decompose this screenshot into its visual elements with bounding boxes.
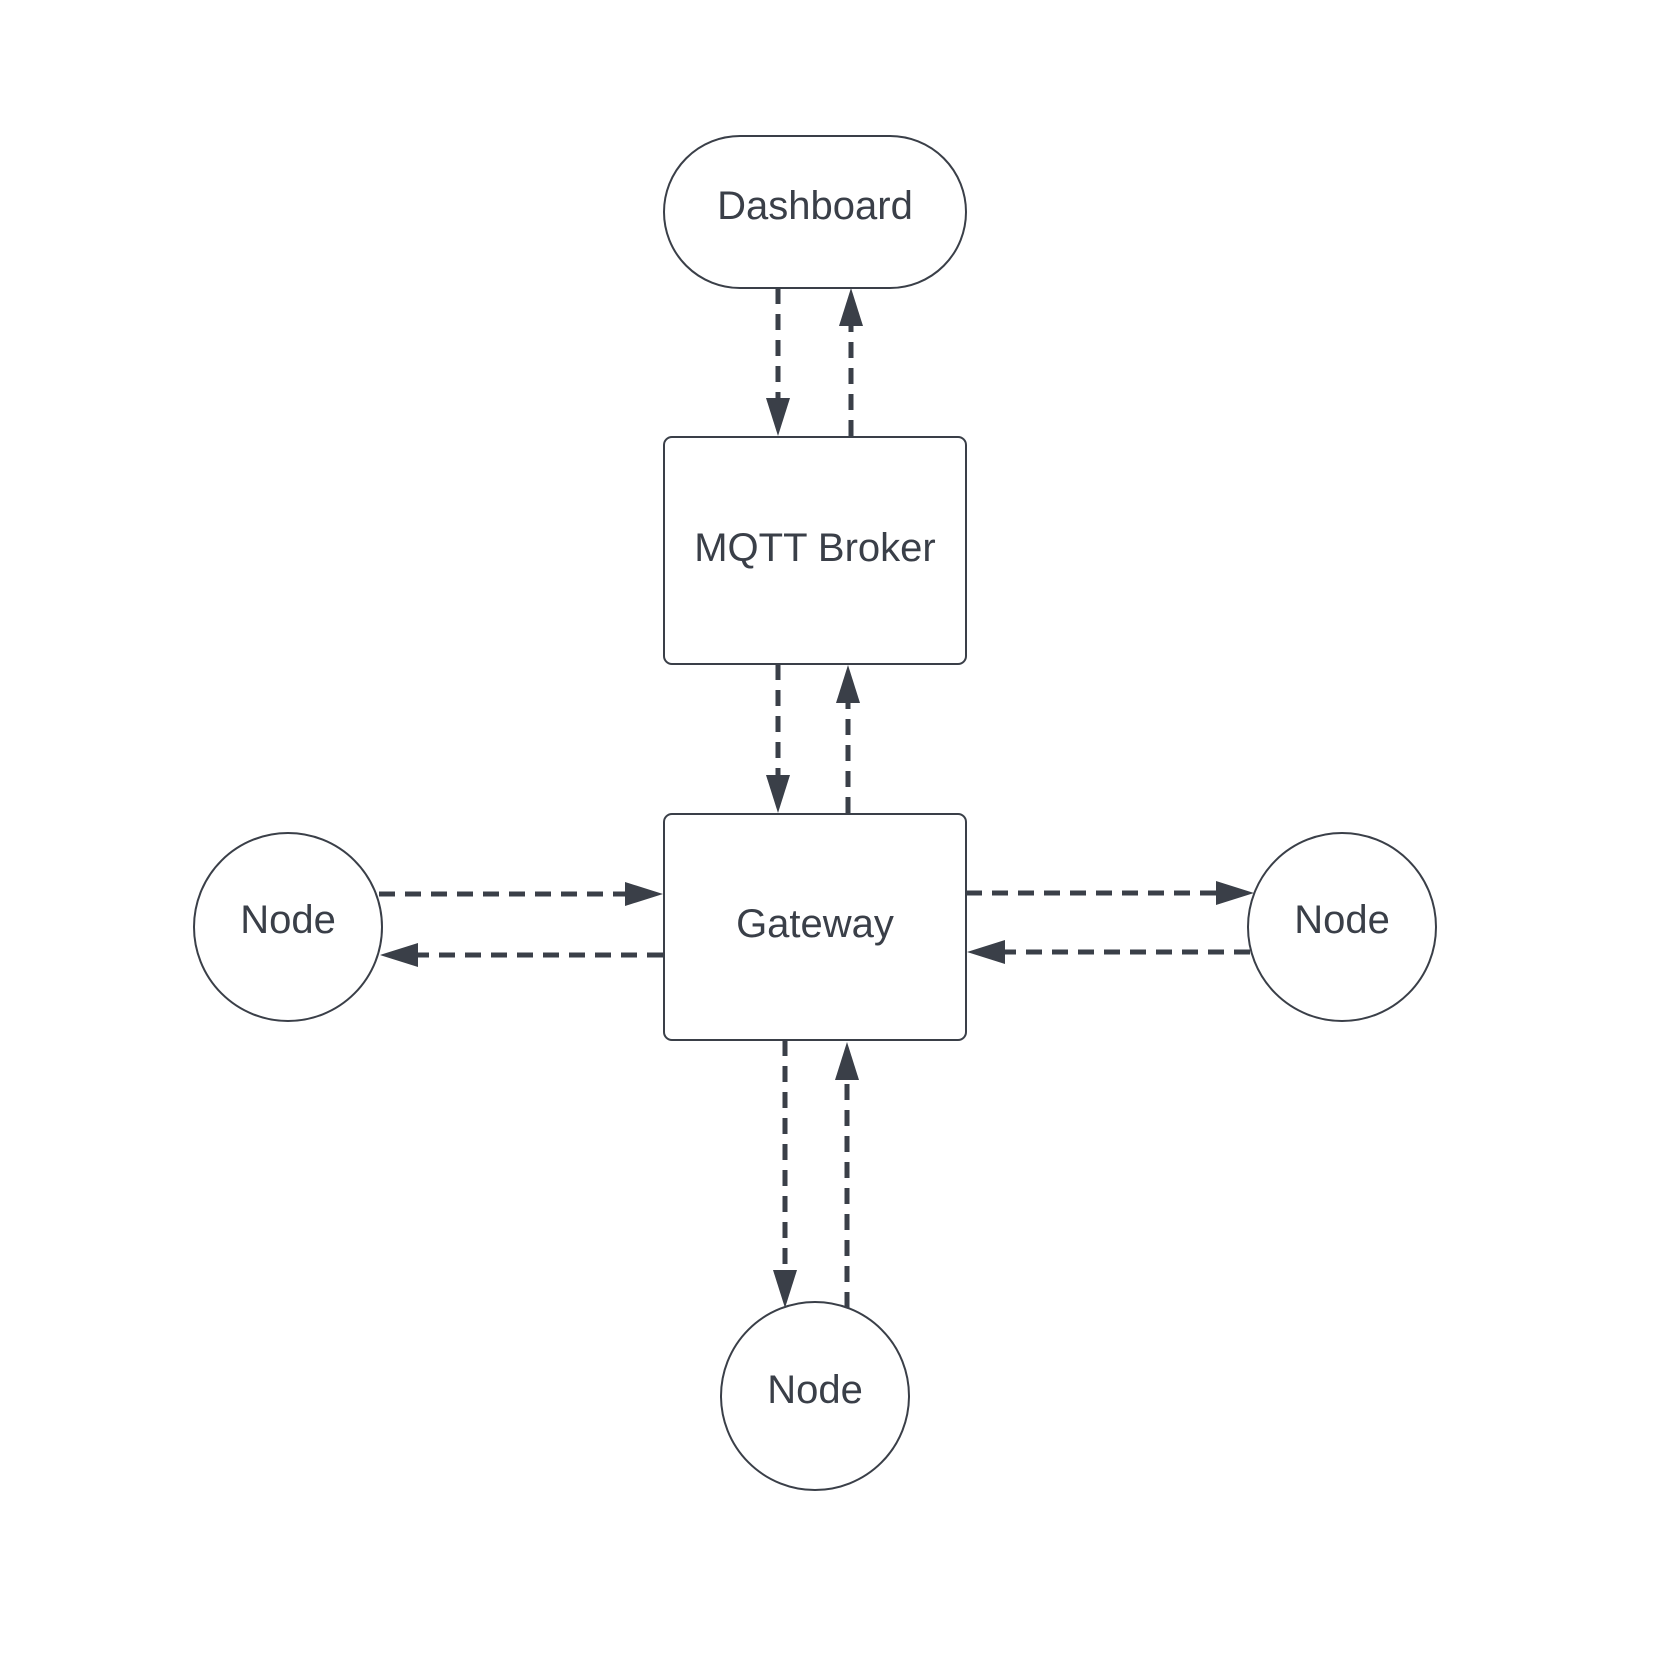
edge-node-right-to-gateway: [967, 940, 1250, 964]
edge-gateway-to-node-bottom: [773, 1040, 797, 1308]
node-right-label: Node: [1294, 898, 1390, 942]
dashboard-shape: [663, 135, 967, 289]
node-right-shape: [1247, 832, 1437, 1022]
nodes: Dashboard MQTT Broker Gateway Node Node: [193, 135, 1437, 1491]
node-bottom-label: Node: [767, 1368, 863, 1412]
mqtt-broker-label: MQTT Broker: [694, 526, 936, 570]
node-bottom[interactable]: Node: [720, 1301, 910, 1491]
gateway-label: Gateway: [736, 902, 894, 946]
dashboard-label: Dashboard: [717, 184, 913, 228]
node-left-shape: [193, 832, 383, 1022]
dashboard-node[interactable]: Dashboard: [663, 135, 967, 289]
mqtt-broker-shape: [663, 436, 967, 665]
gateway-node[interactable]: Gateway: [663, 813, 967, 1041]
node-left[interactable]: Node: [193, 832, 383, 1022]
edge-dashboard-to-broker: [766, 288, 790, 436]
node-right[interactable]: Node: [1247, 832, 1437, 1022]
edge-node-bottom-to-gateway: [835, 1042, 859, 1308]
node-left-label: Node: [240, 898, 336, 942]
edge-node-left-to-gateway: [379, 882, 663, 906]
edges: [379, 288, 1254, 1308]
edge-gateway-to-node-right: [966, 881, 1254, 905]
mqtt-broker-node[interactable]: MQTT Broker: [663, 436, 967, 665]
gateway-shape: [663, 813, 967, 1041]
edge-broker-to-gateway: [766, 664, 790, 813]
edge-broker-to-dashboard: [839, 288, 863, 436]
edge-gateway-to-node-left: [380, 943, 663, 967]
edge-gateway-to-broker: [836, 665, 860, 813]
node-bottom-shape: [720, 1301, 910, 1491]
